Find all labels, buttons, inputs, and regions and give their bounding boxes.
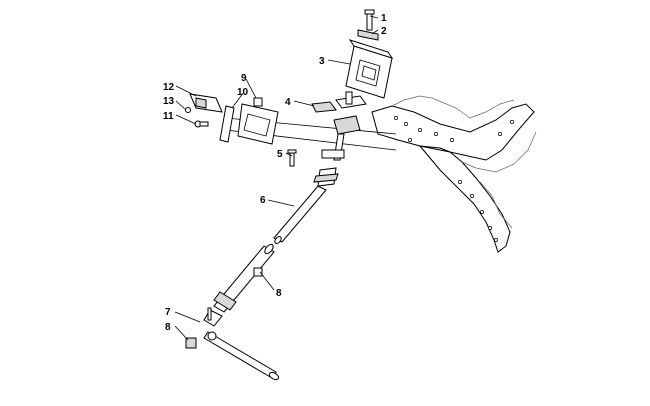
top-clamp-nut	[357, 29, 379, 41]
callout-7: 7	[165, 307, 171, 318]
clamp-block	[311, 101, 337, 113]
callout-6: 6	[260, 195, 266, 206]
mounting-plate	[345, 39, 394, 99]
callout-8-upper: 8	[276, 288, 282, 299]
callout-8-lower: 8	[165, 322, 171, 333]
mounting-strip	[219, 105, 235, 143]
mounting-screw	[194, 120, 209, 128]
callout-1: 1	[381, 13, 387, 24]
callout-labels: 1 2 3 4 5 6 7 8 8 9 10 11 12 13	[163, 13, 387, 333]
chassis-frame	[371, 95, 537, 253]
callout-10: 10	[237, 87, 249, 98]
tie-rod-end	[203, 331, 280, 381]
top-bolt	[364, 9, 375, 31]
callout-4: 4	[285, 97, 291, 108]
callout-12: 12	[163, 82, 175, 93]
callout-5: 5	[277, 149, 283, 160]
bracket	[237, 97, 279, 145]
frame-rivets	[394, 116, 514, 242]
leader-lines	[174, 15, 379, 341]
lower-steering-tube	[203, 243, 275, 327]
universal-joint	[313, 167, 339, 187]
handle-bracket	[189, 93, 223, 113]
lower-bolt	[207, 307, 212, 321]
steering-post-upper	[321, 91, 367, 161]
callout-3: 3	[319, 56, 325, 67]
small-screw	[185, 107, 191, 113]
lower-nut	[185, 337, 197, 349]
callout-13: 13	[163, 96, 175, 107]
tube-bushing	[253, 267, 263, 277]
side-bolt	[287, 149, 297, 167]
callout-2: 2	[381, 26, 387, 37]
steering-shaft	[273, 185, 327, 244]
callout-9: 9	[241, 73, 247, 84]
callout-11: 11	[163, 111, 174, 122]
